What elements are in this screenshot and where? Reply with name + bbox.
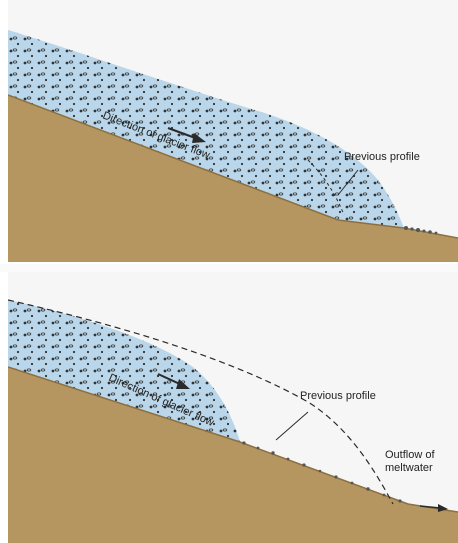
advancing-glacier-figure: Previous profile Direction of glacier fl… [8,0,458,262]
panel-advancing-glacier: Previous profile Direction of glacier fl… [8,0,458,262]
panel-retreating-glacier: Previous profile Direction of glacier fl… [8,272,458,543]
previous-profile-label: Previous profile [344,151,420,163]
outflow-label-line1: Outflow of [385,449,435,461]
retreating-glacier-figure: Previous profile Direction of glacier fl… [8,272,458,543]
previous-profile-label: Previous profile [300,390,376,402]
panel-divider [0,264,458,272]
outflow-label-line2: meltwater [385,462,433,474]
